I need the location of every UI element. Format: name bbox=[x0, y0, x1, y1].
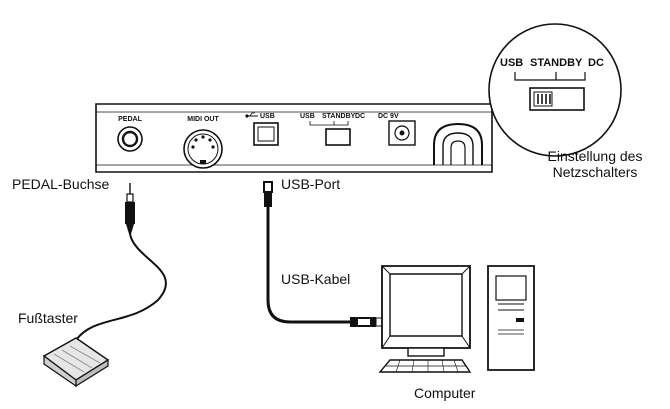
zoom-dc-label: DC bbox=[588, 57, 604, 69]
computer-tower-icon bbox=[487, 265, 535, 371]
midi-out-port bbox=[183, 129, 223, 169]
panel-switch-usb-label: USB bbox=[300, 113, 315, 120]
panel-pedal-label: PEDAL bbox=[118, 116, 142, 123]
computer-label: Computer bbox=[414, 385, 476, 401]
switch-zoom-callout bbox=[488, 23, 622, 157]
pedal-jack bbox=[117, 126, 143, 152]
switch-setting-label: Einstellung des Netzschalters bbox=[525, 148, 665, 180]
zoom-usb-label: USB bbox=[500, 57, 523, 69]
foot-switch-label: Fußtaster bbox=[18, 310, 78, 326]
switch-setting-line-1: Einstellung des bbox=[547, 148, 643, 164]
usb-port-label: USB-Port bbox=[281, 176, 341, 192]
pedal-jack-label: PEDAL-Buchse bbox=[12, 176, 110, 192]
switch-setting-line-2: Netzschalters bbox=[552, 164, 638, 180]
foot-switch-icon bbox=[42, 337, 110, 388]
usb-port bbox=[253, 122, 279, 146]
panel-usb-label: USB bbox=[260, 113, 275, 120]
pedal-plug bbox=[125, 183, 135, 234]
panel-switch-standby-label: STANDBY bbox=[322, 113, 356, 120]
keyboard-icon bbox=[378, 359, 472, 373]
rear-panel bbox=[95, 103, 493, 173]
zoom-standby-label: STANDBY bbox=[530, 57, 583, 69]
panel-switch-dc-label: DC bbox=[355, 113, 365, 120]
usb-plug-top bbox=[263, 181, 273, 207]
dc-in-jack bbox=[388, 120, 416, 146]
cable-hook bbox=[433, 122, 483, 165]
pedal-cable bbox=[75, 233, 167, 341]
usb-plug-computer bbox=[350, 317, 383, 327]
panel-power-switch bbox=[325, 128, 351, 146]
panel-midi-out-label: MIDI OUT bbox=[187, 116, 219, 123]
panel-dc-in-label: DC 9V bbox=[378, 113, 399, 120]
computer-monitor-icon bbox=[381, 265, 471, 357]
usb-cable bbox=[266, 207, 350, 324]
usb-cable-label: USB-Kabel bbox=[281, 271, 351, 287]
usb-symbol-icon bbox=[245, 112, 258, 118]
